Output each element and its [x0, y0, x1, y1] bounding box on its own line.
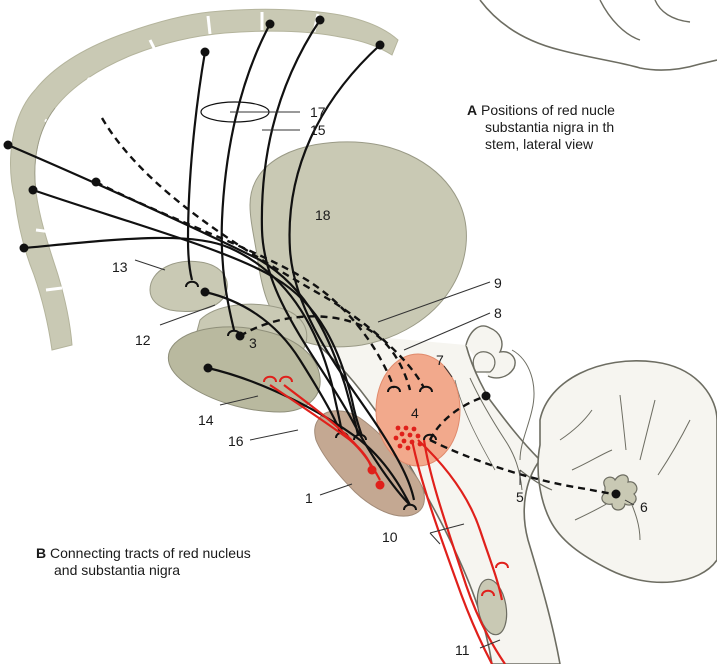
label-12: 12	[135, 332, 151, 348]
panel-a-outline	[480, 0, 717, 70]
label-11: 11	[455, 642, 470, 658]
label-16: 16	[228, 433, 244, 449]
caption-a-line2: substantia nigra in th	[467, 119, 717, 136]
cerebellum	[520, 361, 717, 583]
caption-a-line3: stem, lateral view	[467, 136, 717, 153]
label-6: 6	[640, 499, 648, 515]
label-7: 7	[436, 352, 444, 368]
label-9: 9	[494, 275, 502, 291]
label-4: 4	[411, 405, 419, 421]
caption-b-letter: B	[36, 545, 50, 562]
caption-a-letter: A	[467, 102, 481, 119]
label-5: 5	[516, 489, 524, 505]
label-18: 18	[315, 207, 331, 223]
label-10: 10	[382, 529, 398, 545]
label-13: 13	[112, 259, 128, 275]
label-15: 15	[310, 122, 326, 138]
caption-b-line2: and substantia nigra	[36, 562, 251, 579]
caption-b-line1: Connecting tracts of red nucleus	[50, 545, 251, 561]
label-1: 1	[305, 490, 313, 506]
label-17: 17	[310, 104, 326, 120]
caption-a-line1: Positions of red nucle	[481, 102, 615, 118]
label-3: 3	[249, 335, 257, 351]
label-14: 14	[198, 412, 214, 428]
label-8: 8	[494, 305, 502, 321]
